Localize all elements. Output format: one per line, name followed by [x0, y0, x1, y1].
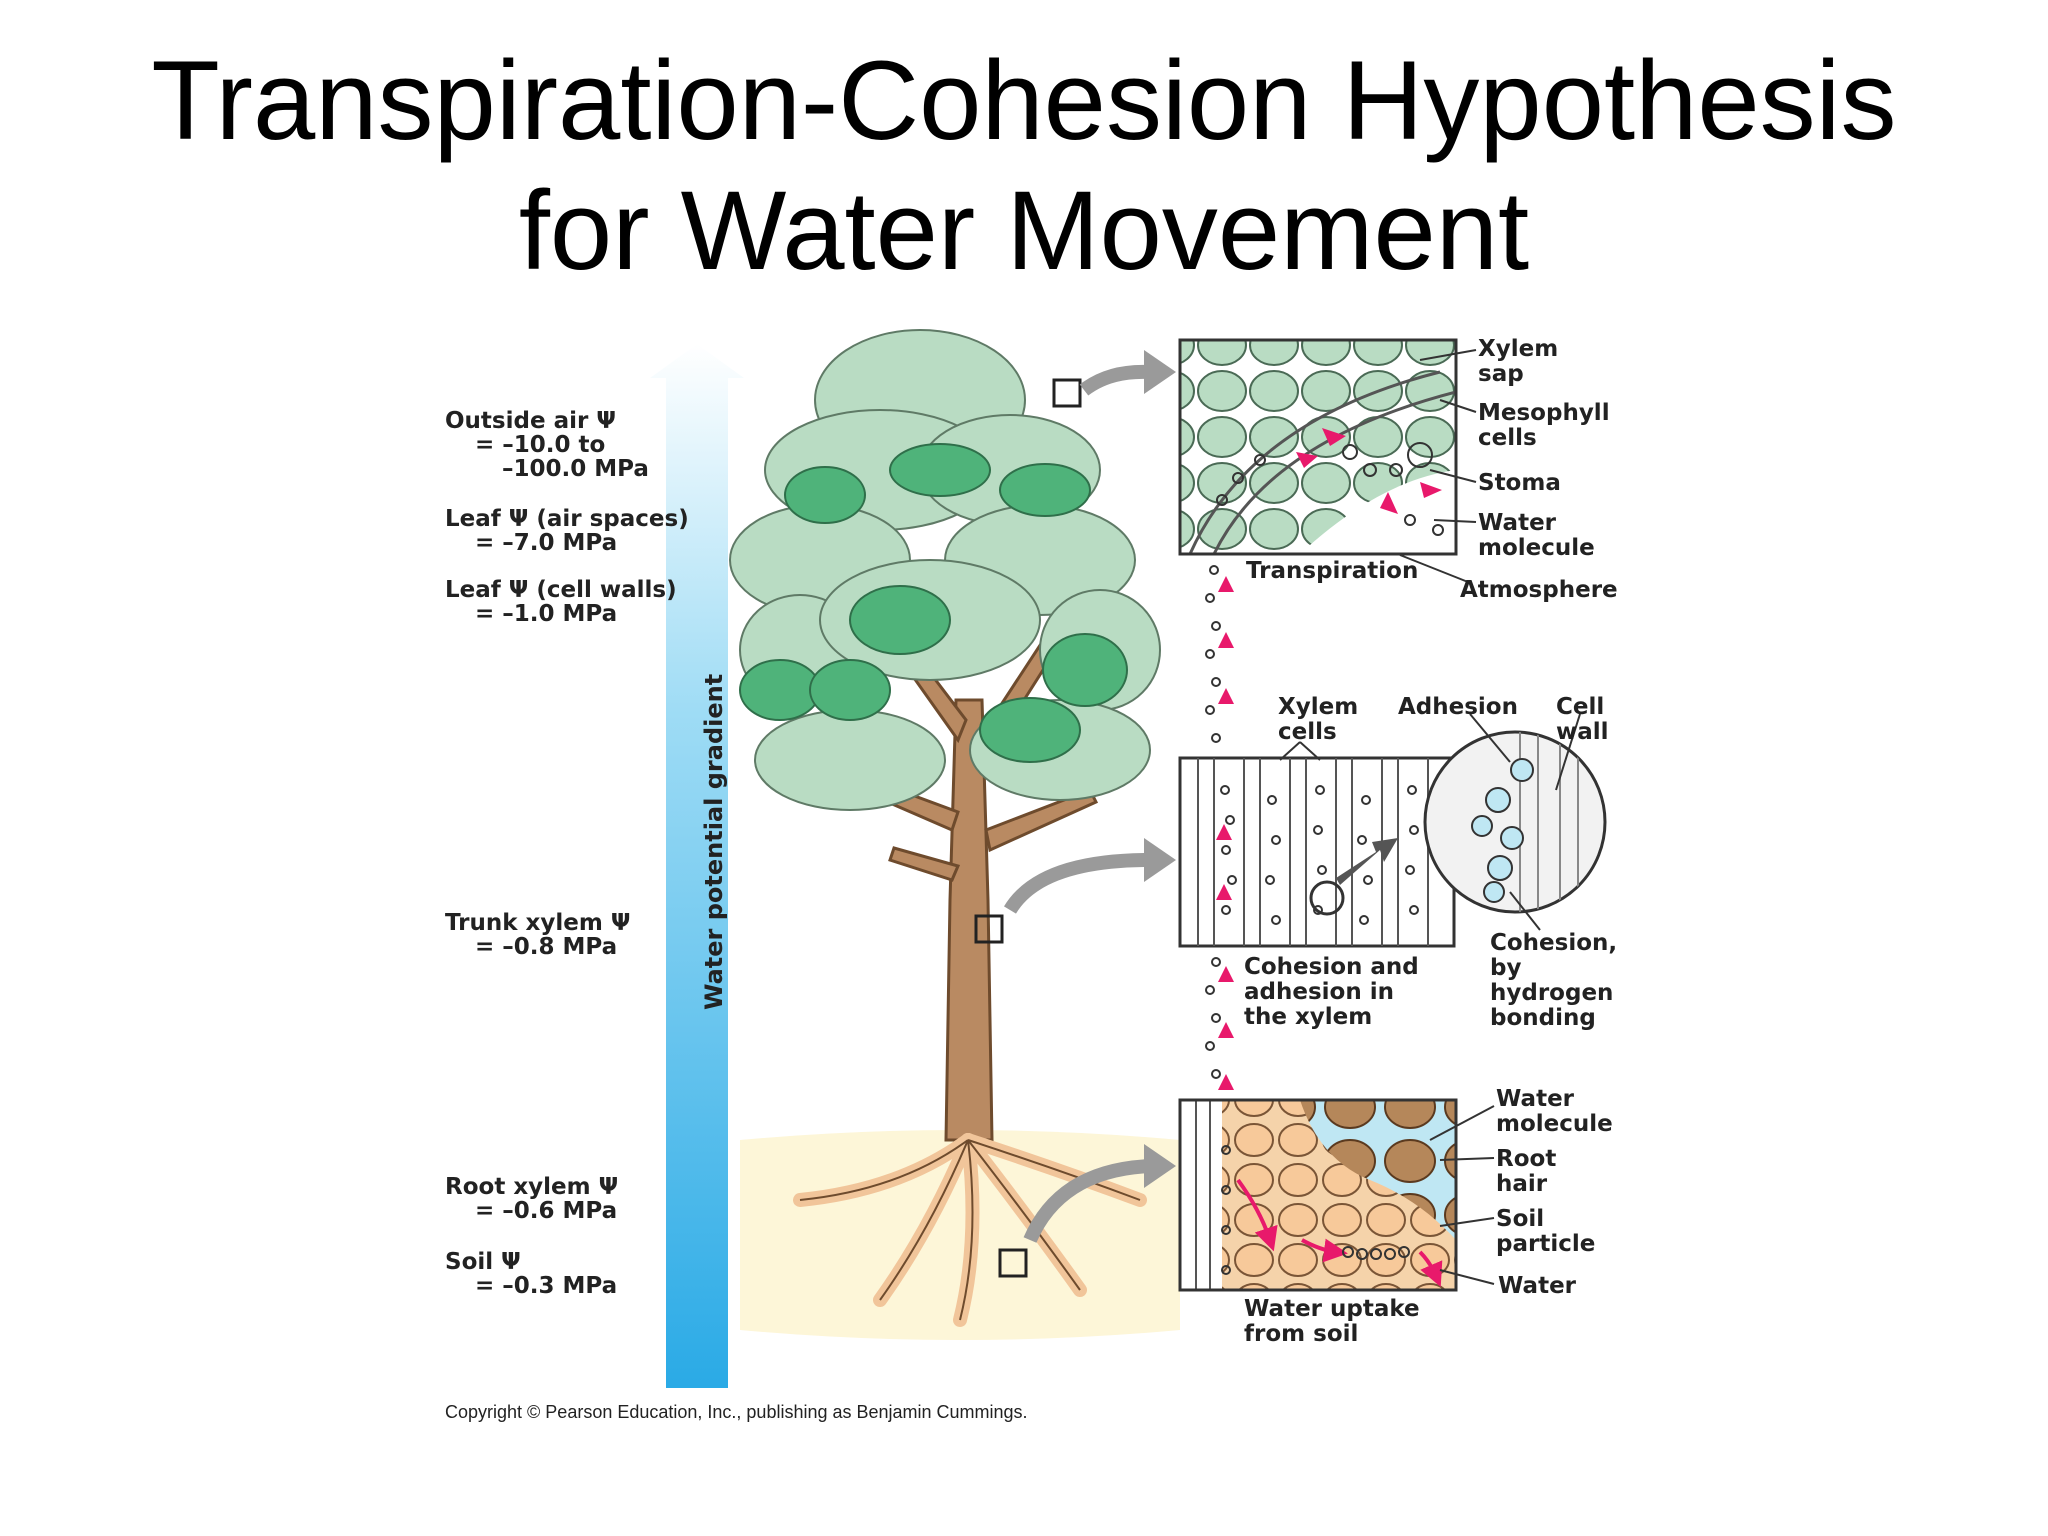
copyright-text: Copyright © Pearson Education, Inc., pub…	[445, 1402, 1028, 1422]
slide-title: Transpiration-Cohesion Hypothesis for Wa…	[0, 36, 2048, 296]
root-flow-arrows	[1236, 1178, 1443, 1288]
zoom-pointer	[1336, 838, 1398, 885]
xylem-sap-label-2: sap	[1478, 361, 1524, 387]
root-zoom-marker	[998, 1248, 1028, 1278]
gradient-arrow-shape	[650, 344, 744, 1388]
root-hair-label-2: hair	[1496, 1171, 1548, 1197]
xylem-panel	[1178, 730, 1607, 948]
cell-wall-label: Cell	[1556, 694, 1604, 720]
leaf-water-molecule-label-2: molecule	[1478, 535, 1595, 561]
root-hair-label: Root	[1496, 1146, 1556, 1172]
water-column	[1205, 565, 1234, 1090]
adhesion-label: Adhesion	[1398, 694, 1518, 720]
cohesion-label-2: by	[1490, 955, 1521, 981]
root-water-molecule-label: Water	[1496, 1086, 1575, 1112]
leaf-panel-labels	[1399, 349, 1477, 583]
xylem-cells-label-2: cells	[1278, 719, 1337, 745]
root-panel	[1178, 1098, 1458, 1292]
root-water-label: Water	[1498, 1273, 1577, 1299]
transpiration-caption: Transpiration	[1246, 558, 1418, 584]
leaf-air-label: Leaf Ψ (air spaces)	[445, 506, 689, 532]
soil-particle-label-2: particle	[1496, 1231, 1595, 1257]
trunk-zoom-marker	[974, 914, 1004, 944]
root-panel-leaders	[1429, 1105, 1495, 1285]
leaf-air-value: = –7.0 MPa	[475, 530, 617, 556]
stoma-label: Stoma	[1478, 470, 1561, 496]
tree-canopy-dark	[739, 443, 1128, 763]
leaf-wall-value: = –1.0 MPa	[475, 601, 617, 627]
atmosphere-label: Atmosphere	[1460, 577, 1618, 603]
root-label: Root xylem Ψ	[445, 1174, 618, 1200]
trunk-value: = –0.8 MPa	[475, 934, 617, 960]
cell-wall-label-2: wall	[1556, 719, 1609, 745]
callout-arrows	[1004, 364, 1151, 1243]
soil-label: Soil Ψ	[445, 1249, 521, 1275]
outside-air-value: = –10.0 to	[475, 432, 605, 458]
xylem-zoom-circle	[1423, 730, 1607, 914]
gradient-label: Water potential gradient	[700, 674, 728, 1010]
xylem-caption-1: Cohesion and	[1244, 954, 1419, 980]
xylem-panel-leaders	[1279, 713, 1581, 931]
root-caption-1: Water uptake	[1244, 1296, 1420, 1322]
xylem-caption-2: adhesion in	[1244, 979, 1394, 1005]
leaf-water-molecule-label: Water	[1478, 510, 1557, 536]
leaf-zoom-marker	[1052, 378, 1082, 408]
leaf-flow-arrows	[1296, 428, 1442, 514]
xylem-sap-label: Xylem	[1478, 336, 1558, 362]
leaf-wall-label: Leaf Ψ (cell walls)	[445, 577, 677, 603]
outside-air-value-2: –100.0 MPa	[502, 456, 649, 482]
mesophyll-label-2: cells	[1478, 425, 1537, 451]
xylem-caption-3: the xylem	[1244, 1004, 1372, 1030]
outside-air-label: Outside air Ψ	[445, 408, 616, 434]
soil-value: = –0.3 MPa	[475, 1273, 617, 1299]
title-line-1: Transpiration-Cohesion Hypothesis	[151, 38, 1897, 163]
root-caption-2: from soil	[1244, 1321, 1358, 1347]
root-water-molecule-label-2: molecule	[1496, 1111, 1613, 1137]
soil-particle-label: Soil	[1496, 1206, 1544, 1232]
tree-canopy	[729, 329, 1161, 811]
mesophyll-label: Mesophyll	[1478, 400, 1610, 426]
root-value: = –0.6 MPa	[475, 1198, 617, 1224]
root-outline	[799, 1139, 1141, 1321]
cohesion-label: Cohesion,	[1490, 930, 1617, 956]
gradient-arrow: Water potential gradient	[650, 344, 744, 1388]
cohesion-label-3: hydrogen	[1490, 980, 1613, 1006]
trunk-label: Trunk xylem Ψ	[445, 910, 630, 936]
xylem-cells-label: Xylem	[1278, 694, 1358, 720]
callout-arrowheads	[1144, 350, 1176, 1188]
title-line-2: for Water Movement	[518, 168, 1530, 293]
potential-labels: Outside air Ψ = –10.0 to –100.0 MPa Leaf…	[445, 408, 689, 1299]
leaf-panel	[1178, 338, 1458, 556]
cohesion-label-4: bonding	[1490, 1005, 1596, 1031]
